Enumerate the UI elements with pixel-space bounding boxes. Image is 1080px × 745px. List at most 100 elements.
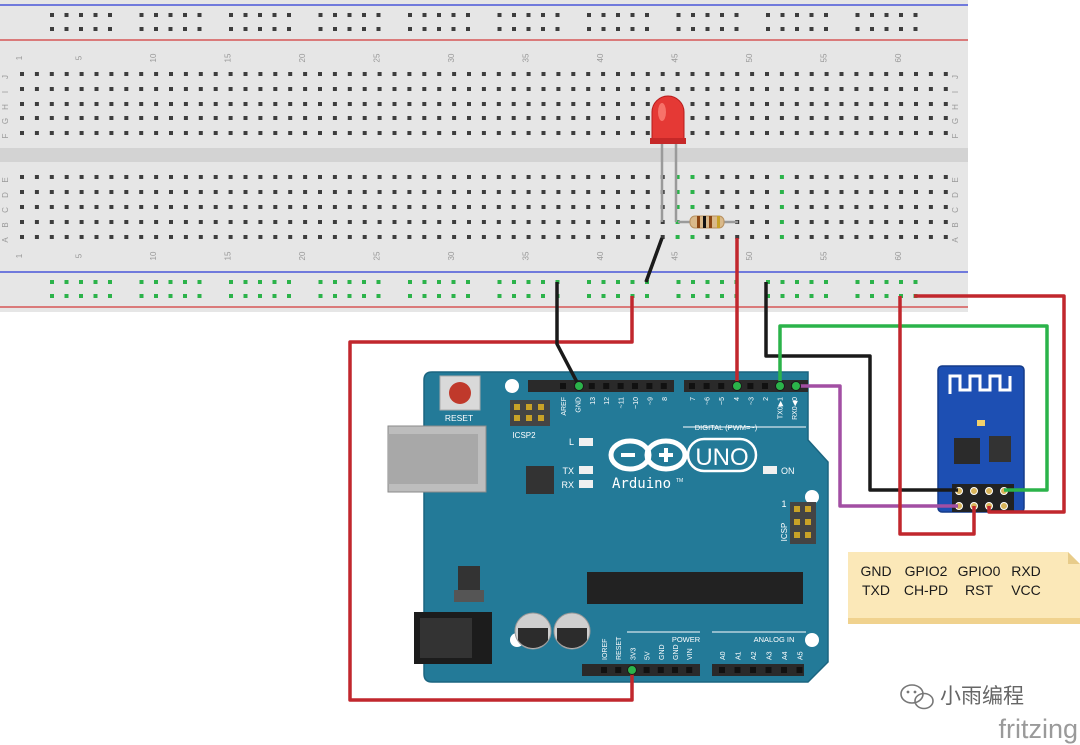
bb-hole: [169, 72, 173, 76]
bb-hole: [511, 205, 516, 209]
rail-hole: [93, 280, 98, 284]
bb-hole: [109, 190, 114, 194]
esp-antenna: [948, 374, 1012, 394]
top-pin-label: ~10: [633, 397, 640, 409]
bb-column-number: 10: [149, 53, 158, 62]
bb-hole: [556, 87, 561, 91]
bb-hole: [228, 175, 233, 179]
bb-hole: [943, 235, 948, 239]
bb-hole: [362, 175, 367, 179]
bb-hole: [809, 116, 814, 120]
rail-hole: [645, 13, 649, 17]
rail-hole: [512, 13, 516, 17]
bb-hole: [914, 72, 918, 76]
bb-hole: [273, 190, 278, 194]
rail-hole: [318, 280, 323, 284]
bb-hole: [675, 175, 680, 179]
bb-hole: [273, 235, 278, 239]
bb-hole: [735, 190, 740, 194]
bb-hole: [422, 72, 427, 76]
bb-hole: [392, 235, 397, 239]
bb-hole: [601, 190, 606, 194]
bb-hole: [884, 116, 889, 120]
bb-hole: [198, 190, 203, 194]
top-pin-label: 4: [734, 397, 741, 401]
bb-hole: [288, 190, 293, 194]
bb-hole: [139, 87, 144, 91]
voltage-regulator: [458, 566, 480, 590]
bb-column-number: 60: [894, 53, 903, 62]
bb-hole: [884, 131, 889, 135]
bb-hole: [690, 87, 695, 91]
bb-hole: [228, 87, 233, 91]
bb-hole: [79, 87, 84, 91]
power-label: POWER: [672, 635, 701, 644]
bb-hole: [169, 102, 173, 106]
rail-hole: [376, 294, 381, 298]
bb-hole: [94, 190, 99, 194]
bb-row-letter: H: [1, 104, 10, 110]
rail-hole: [437, 280, 441, 284]
bb-hole: [243, 116, 248, 120]
bb-hole: [586, 87, 591, 91]
bb-hole: [928, 235, 933, 239]
bb-hole: [794, 72, 799, 76]
bb-hole: [571, 131, 576, 135]
rail-hole: [108, 294, 112, 298]
bb-hole: [183, 235, 188, 239]
bb-hole: [914, 190, 918, 194]
bb-hole: [526, 131, 531, 135]
rail-hole: [766, 13, 770, 17]
bb-hole: [720, 175, 725, 179]
bb-hole: [481, 102, 486, 106]
bb-hole: [481, 72, 486, 76]
rail-hole: [855, 27, 860, 31]
bb-hole: [556, 235, 561, 239]
bb-hole: [258, 102, 263, 106]
bb-hole: [824, 131, 829, 135]
bb-hole: [213, 205, 218, 209]
arduino-pcb: [423, 371, 829, 683]
bb-hole: [183, 131, 188, 135]
bb-hole: [824, 102, 829, 106]
bb-hole: [556, 205, 561, 209]
rail-hole: [154, 27, 158, 31]
bb-row-letter: J: [951, 75, 960, 79]
bb-hole: [541, 190, 546, 194]
rail-hole: [780, 294, 785, 298]
bb-hole: [64, 235, 69, 239]
bb-hole: [690, 175, 695, 179]
bb-hole: [332, 102, 337, 106]
top-pin-label: ~3: [748, 397, 755, 405]
header-hole: [796, 667, 803, 673]
esp-led: [977, 420, 985, 426]
rail-hole: [93, 294, 98, 298]
bb-hole: [735, 131, 740, 135]
bb-hole: [824, 205, 829, 209]
bb-column-number: 15: [224, 53, 233, 62]
top-pin-label: 12: [604, 397, 611, 405]
bb-hole: [362, 102, 367, 106]
rail-hole: [437, 13, 441, 17]
rail-hole: [258, 27, 262, 31]
bb-hole: [839, 102, 844, 106]
bb-hole: [765, 190, 769, 194]
bb-hole: [481, 235, 486, 239]
rail-hole: [587, 13, 591, 17]
bb-hole: [511, 116, 516, 120]
bb-hole: [809, 190, 814, 194]
analog-pin-label: A4: [782, 651, 789, 660]
bb-hole: [601, 102, 606, 106]
bb-hole: [392, 87, 397, 91]
bb-hole: [586, 102, 591, 106]
bb-hole: [511, 175, 516, 179]
bb-hole: [899, 235, 904, 239]
bb-hole: [526, 190, 531, 194]
bb-hole: [213, 220, 218, 224]
bb-hole: [228, 72, 233, 76]
bb-hole: [407, 87, 412, 91]
bb-hole: [79, 235, 84, 239]
bb-hole: [794, 190, 799, 194]
bb-hole: [645, 116, 650, 120]
bb-hole: [571, 116, 576, 120]
